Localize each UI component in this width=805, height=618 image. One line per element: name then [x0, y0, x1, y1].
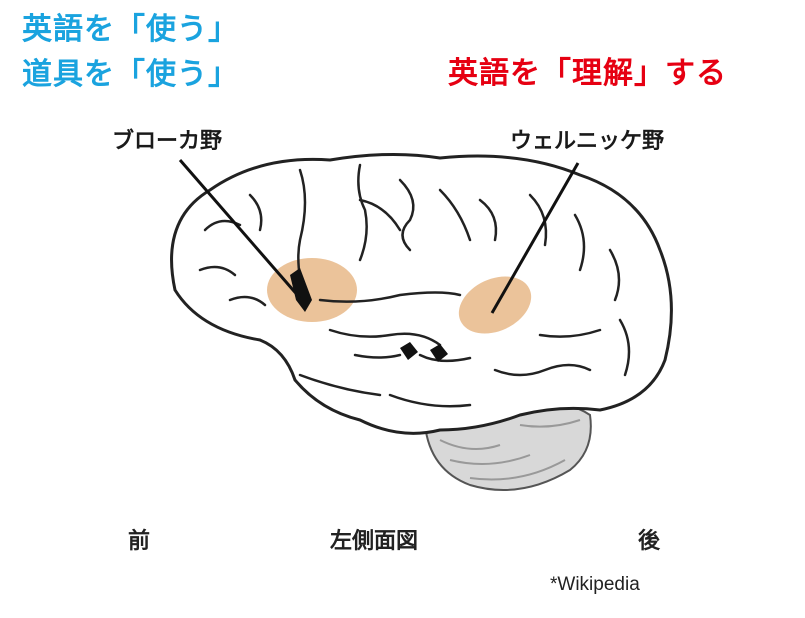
brain-sulci	[198, 163, 631, 408]
back-label: 後	[638, 529, 661, 554]
broca-pointer-line	[178, 159, 302, 299]
caption-use-tools: 道具を「使う」	[22, 57, 239, 92]
dark-sulci	[290, 268, 448, 362]
source-credit: *Wikipedia	[550, 574, 640, 595]
wernicke-pointer-line	[490, 162, 580, 314]
caption-use-english: 英語を「使う」	[22, 12, 239, 47]
view-label: 左側面図	[330, 529, 419, 554]
front-label: 前	[128, 529, 151, 554]
wernicke-area-label: ウェルニッケ野	[510, 129, 665, 154]
broca-area-highlight	[267, 258, 357, 322]
caption-understand-english: 英語を「理解」する	[448, 56, 727, 91]
broca-area-label: ブローカ野	[112, 129, 223, 154]
